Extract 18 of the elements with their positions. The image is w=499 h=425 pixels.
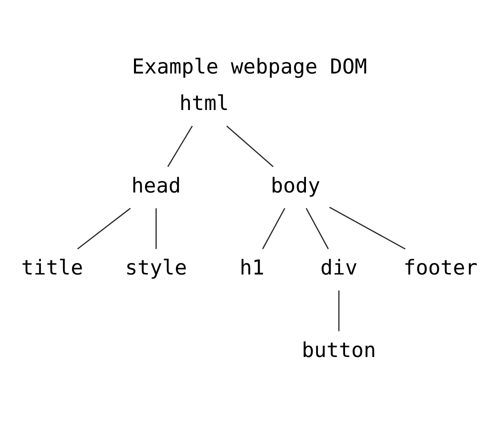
- node-text: button: [302, 338, 376, 362]
- node-text: head: [131, 173, 181, 198]
- connector: [329, 206, 406, 250]
- node-text: footer: [403, 256, 478, 280]
- diagram-title: Example webpage DOM: [132, 54, 368, 79]
- node-text: style: [125, 256, 188, 280]
- node-text: h1: [240, 256, 264, 280]
- node-text: div: [320, 256, 358, 280]
- connector: [226, 126, 274, 168]
- connector: [156, 208, 157, 249]
- connector: [77, 208, 131, 250]
- node-text: html: [179, 91, 229, 116]
- connector: [306, 208, 329, 250]
- node-text: body: [270, 173, 320, 198]
- node-text: title: [21, 256, 84, 280]
- connector: [338, 290, 340, 332]
- connector: [262, 208, 286, 250]
- connector: [167, 126, 193, 167]
